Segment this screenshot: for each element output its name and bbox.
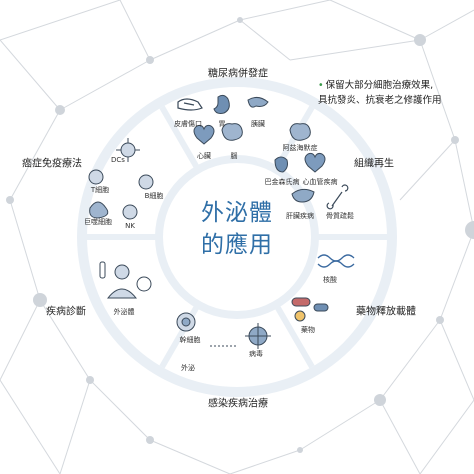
callout-line-2: 具抗發炎、抗衰老之修護作用	[318, 93, 468, 108]
center-title-line-1: 外泌體	[201, 200, 273, 226]
bone-icon	[326, 184, 349, 210]
center-title-line-2: 的應用	[201, 232, 273, 258]
diabetes-item-2: 胰臟	[251, 120, 265, 128]
sector-title-tissue: 組織再生	[354, 158, 394, 170]
skin-wound-icon	[177, 98, 203, 111]
liver-icon	[291, 188, 315, 203]
cancer-item-0: DCs	[111, 156, 125, 164]
sector-title-cancer: 癌症免疫療法	[22, 158, 82, 170]
diabetes-item-3: 心臟	[197, 152, 211, 160]
heart-icon	[193, 124, 215, 145]
b-cell-icon	[138, 174, 154, 190]
sector-title-diabetes: 糖尿病併發症	[208, 68, 268, 80]
cancer-item-1: T細胞	[90, 186, 110, 194]
center-title: 外泌體 的應用	[201, 197, 273, 261]
callout-note: •保留大部分細胞治療效果, 具抗發炎、抗衰老之修護作用	[318, 78, 468, 108]
diabetes-item-4: 腦	[230, 152, 238, 160]
nk-cell-icon	[122, 204, 138, 220]
dendritic-cell-icon	[116, 138, 140, 162]
infection-item-1: 外泌	[181, 364, 195, 372]
tissue-item-4: 骨質疏鬆	[326, 212, 354, 220]
callout-text-1: 保留大部分細胞治療效果,	[325, 80, 434, 91]
tissue-item-1: 巴金森氏病	[264, 178, 300, 186]
sector-title-diagnosis: 疾病診斷	[46, 306, 86, 318]
cancer-item-4: NK	[125, 222, 135, 230]
macrophage-icon	[89, 201, 109, 219]
t-cell-icon	[88, 169, 104, 185]
pill-icon	[291, 297, 329, 322]
doctor-icon	[106, 264, 138, 299]
test-tube-icon	[99, 261, 152, 292]
alzheimer-brain-icon	[289, 123, 311, 141]
callout-text-2: 具抗發炎、抗衰老之修護作用	[318, 95, 442, 106]
tissue-item-3: 肝臟疾病	[286, 212, 314, 220]
parkinson-icon	[274, 156, 288, 173]
bullet-icon: •	[318, 80, 324, 91]
pancreas-icon	[247, 96, 269, 108]
dna-icon	[317, 254, 355, 268]
cancer-item-3: 巨噬細胞	[84, 218, 112, 226]
drug-item-0: 核酸	[323, 276, 337, 284]
cancer-item-2: B細胞	[144, 192, 164, 200]
infection-item-0: 幹細胞	[179, 336, 201, 344]
diabetes-item-1: 胃	[218, 120, 226, 128]
virus-icon	[245, 323, 271, 349]
callout-line-1: •保留大部分細胞治療效果,	[318, 78, 468, 93]
drug-item-1: 藥物	[301, 326, 315, 334]
tissue-item-0: 阿茲海默症	[282, 144, 318, 152]
diabetes-item-0: 皮膚傷口	[174, 120, 202, 128]
stomach-icon	[213, 94, 230, 114]
sector-title-infection: 感染疾病治療	[208, 398, 268, 410]
infection-item-2: 病毒	[249, 350, 263, 358]
tissue-item-2: 心血管疾病	[302, 178, 338, 186]
brain-icon	[221, 123, 243, 141]
stem-cell-icon	[176, 312, 196, 332]
diagnosis-item-0: 外泌體	[113, 308, 135, 316]
sector-title-drug: 藥物釋放載體	[356, 306, 416, 318]
cardiovascular-icon	[304, 152, 326, 173]
